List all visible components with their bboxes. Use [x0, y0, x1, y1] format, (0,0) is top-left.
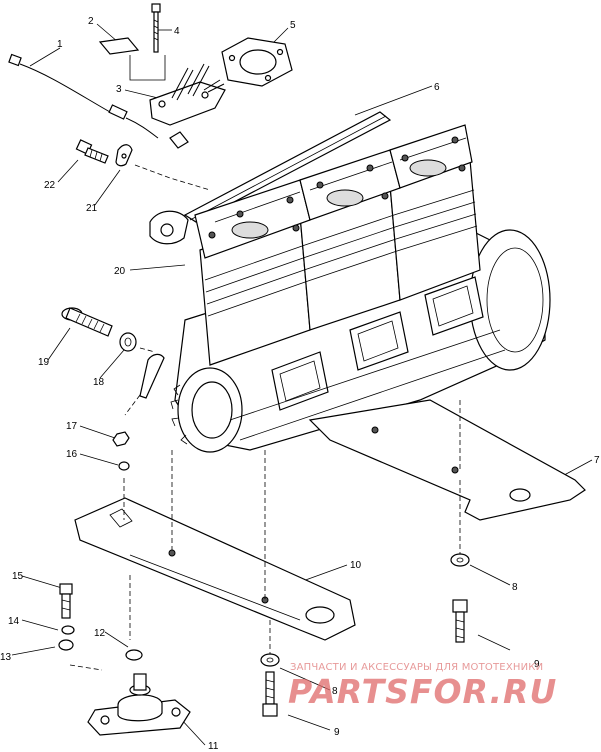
watermark-logo: PARTSFOR.RU	[288, 672, 558, 711]
part-14-nut	[61, 625, 75, 635]
part-10-mount-plate	[74, 497, 356, 641]
part-5-gasket	[221, 37, 293, 87]
callout-14: 14	[8, 616, 20, 627]
callout-9a: 9	[534, 659, 540, 670]
callout-17: 17	[66, 421, 78, 432]
cylinder-fins	[204, 189, 478, 317]
part-4-bolt	[151, 3, 161, 53]
callout-20: 20	[114, 266, 126, 277]
callout-11: 11	[208, 741, 219, 752]
part-20-head-cover	[149, 210, 189, 245]
callout-12: 12	[94, 628, 106, 639]
callout-8b: 8	[332, 686, 338, 697]
part-1-cable	[8, 53, 159, 139]
callout-7: 7	[594, 455, 600, 466]
part-16-washer	[118, 461, 130, 471]
callout-21: 21	[86, 203, 98, 214]
callout-4: 4	[174, 26, 180, 37]
callout-1: 1	[57, 39, 63, 50]
part-8-washer-a	[450, 553, 470, 567]
part-12-washer	[125, 649, 143, 661]
callout-18: 18	[93, 377, 105, 388]
part-19-bolt	[61, 307, 113, 337]
callout-10: 10	[350, 560, 362, 571]
intake-ports	[271, 276, 484, 411]
pto-coupler	[170, 367, 243, 453]
callout-16: 16	[66, 449, 78, 460]
callout-22: 22	[44, 180, 56, 191]
part-9-bolt-b	[262, 671, 278, 717]
part-22-fitting	[75, 139, 109, 164]
part-15-bolt	[59, 583, 73, 619]
callout-6: 6	[434, 82, 440, 93]
callout-5: 5	[290, 20, 296, 31]
part-17-nut	[112, 431, 130, 447]
part-13-washer	[58, 639, 74, 651]
callout-19: 19	[38, 357, 50, 368]
callout-15: 15	[12, 571, 24, 582]
leader-lines	[11, 23, 593, 746]
part-9-bolt-a	[452, 599, 468, 643]
callout-8a: 8	[512, 582, 518, 593]
part-21-clip	[115, 144, 133, 167]
callout-13: 13	[0, 652, 12, 663]
callout-2: 2	[88, 16, 94, 27]
head-bolts	[208, 136, 466, 239]
watermark-tagline: ЗАПЧАСТИ И АКСЕССУАРЫ ДЛЯ МОТОТЕХНИКИ	[290, 662, 544, 673]
callout-9b: 9	[334, 727, 340, 738]
part-2-plate	[98, 37, 140, 55]
engine-block	[170, 124, 551, 453]
part-3-bracket	[149, 63, 226, 149]
part-7-bracket	[308, 399, 586, 521]
part-8-washer-b	[260, 653, 280, 667]
part-18-washer	[119, 332, 137, 352]
part-11-rubber-mount	[87, 673, 191, 736]
callout-3: 3	[116, 84, 122, 95]
part-6-rail	[183, 111, 392, 223]
callout-labels: 1 2 3 4 5 6 7 8 8 9 9 10 11 12 13 14 15 …	[0, 16, 600, 752]
